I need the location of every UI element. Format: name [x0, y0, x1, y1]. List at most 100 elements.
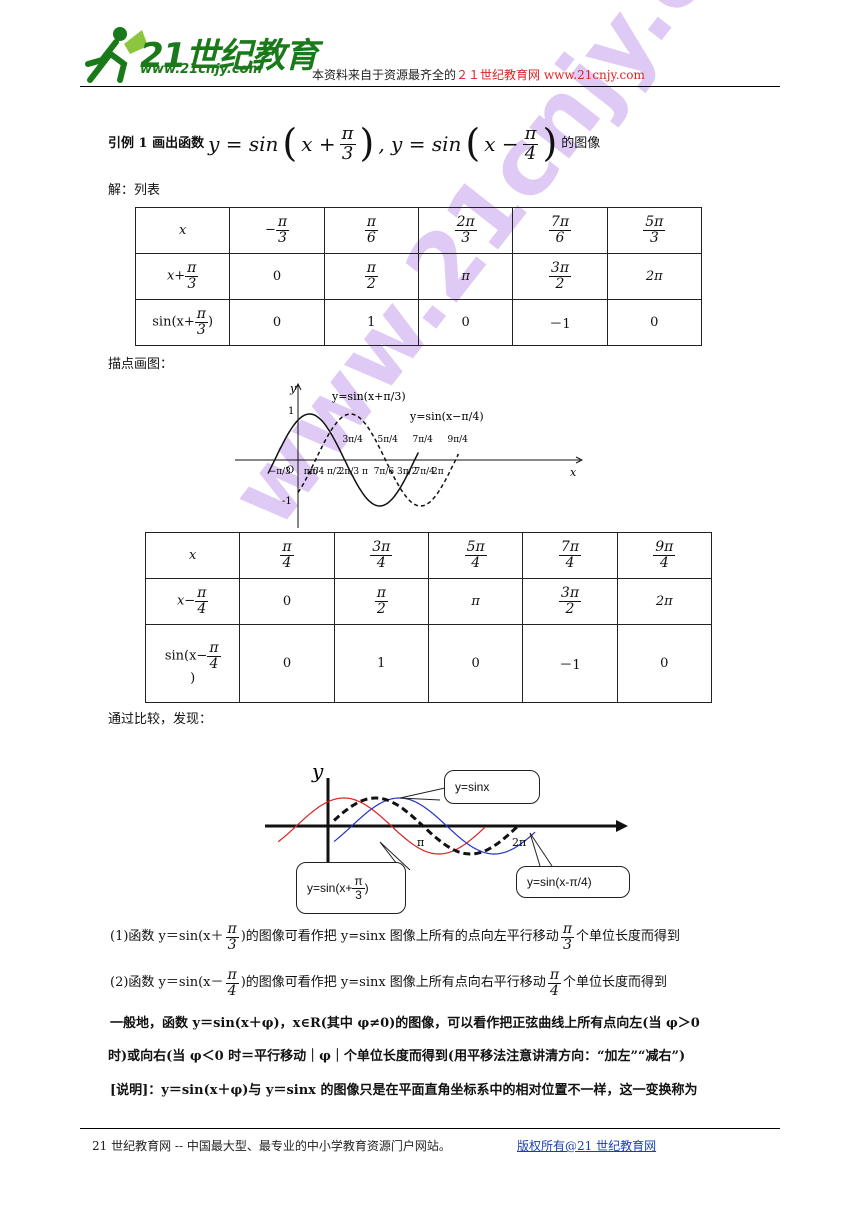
- x-arrow-icon: [575, 456, 584, 464]
- footer-copyright-link[interactable]: 版权所有@21 世纪教育网: [517, 1139, 657, 1153]
- expr2-var: x −: [484, 132, 519, 156]
- curve-shift-left: [277, 797, 486, 855]
- header-note-url[interactable]: www.21cnjy.com: [543, 68, 645, 82]
- x-arrow-icon: [616, 820, 628, 832]
- frac-den: 4: [524, 142, 537, 164]
- callout-pointer: [379, 841, 411, 871]
- x-tick-label: 7π/4: [413, 435, 434, 445]
- row-label-x: x: [134, 207, 231, 254]
- callout-pointer: [529, 832, 553, 867]
- example-suffix: 的图像: [561, 135, 601, 151]
- x-tick-label: 9π/4: [448, 435, 469, 445]
- statement-4: [说明]：y＝sin(x＋φ)与 y＝sinx 的图像只是在平面直角坐标系中的相…: [110, 1083, 698, 1098]
- curve-shift-right: [333, 797, 536, 855]
- comparison-graph: y π 2π: [265, 759, 628, 871]
- x-tick-label: 7π/6: [374, 467, 395, 477]
- runner-icon: [85, 27, 148, 83]
- example-label: 引例 1 画出函数: [108, 135, 205, 151]
- table-cell: 0: [417, 299, 514, 346]
- frac-num: π: [339, 122, 356, 145]
- paren-open: (: [282, 121, 298, 166]
- table-cell: 0: [229, 253, 325, 300]
- solution-label: 解：列表: [108, 183, 161, 198]
- x-tick-label: 2π: [432, 467, 444, 477]
- x-tick-label: π/6: [304, 467, 319, 477]
- x-tick-label: 3π/4: [343, 435, 364, 445]
- table-cell: 0: [427, 624, 524, 703]
- callout-sinx: y=sinx: [444, 770, 540, 804]
- curve-label-minus: y=sin(x−π/4): [409, 410, 484, 423]
- pi-label: π: [417, 836, 424, 849]
- table-cell: －1: [522, 624, 618, 703]
- table-cell: π: [427, 578, 524, 625]
- x-tick-label: 5π/4: [378, 435, 399, 445]
- logo-text: 21世纪教育: [140, 36, 318, 76]
- frac-num: π: [522, 122, 539, 145]
- curve-sin-x-minus-pi-4: [297, 413, 460, 507]
- header-note-prefix: 本资料来自于资源最齐全的: [312, 68, 457, 82]
- expr2-prefix: , y = sin: [378, 132, 462, 156]
- table-cell: 2π: [606, 253, 703, 300]
- plot-label: 描点画图：: [108, 357, 174, 372]
- y-tick-1: 1: [288, 406, 294, 417]
- compare-label: 通过比较，发现：: [108, 712, 213, 727]
- x-tick-label: π/2: [327, 467, 342, 477]
- callout-pointer: [399, 787, 446, 801]
- x-tick-label: π: [362, 467, 368, 477]
- table-cell: 0: [239, 624, 335, 703]
- origin-label: O: [286, 465, 294, 476]
- y-tick-neg1: -1: [282, 496, 292, 507]
- x-axis-label: x: [570, 466, 577, 479]
- expr1-prefix: y = sin: [208, 132, 279, 156]
- y-axis-label: y: [311, 759, 324, 783]
- x-tick-label: −π/3: [269, 467, 291, 477]
- footer-text: 21 世纪教育网 -- 中国最大型、最专业的中小学教育资源门户网站。: [92, 1139, 451, 1153]
- site-logo: [80, 20, 300, 92]
- table-cell: π: [417, 253, 514, 300]
- curve-sin-x-plus-pi-3: [267, 413, 420, 507]
- y-axis-label: y: [289, 382, 297, 395]
- header-note-site: ２１世纪教育网: [456, 68, 541, 82]
- table-cell: 0: [606, 299, 703, 346]
- x-tick-label: 2π/3: [339, 467, 360, 477]
- row-label-x: x: [144, 532, 241, 579]
- expr1-var: x +: [301, 132, 336, 156]
- table-cell: 0: [616, 624, 713, 703]
- paren-close: ): [359, 121, 375, 166]
- logo-url: www.21cnjy.com: [140, 62, 263, 77]
